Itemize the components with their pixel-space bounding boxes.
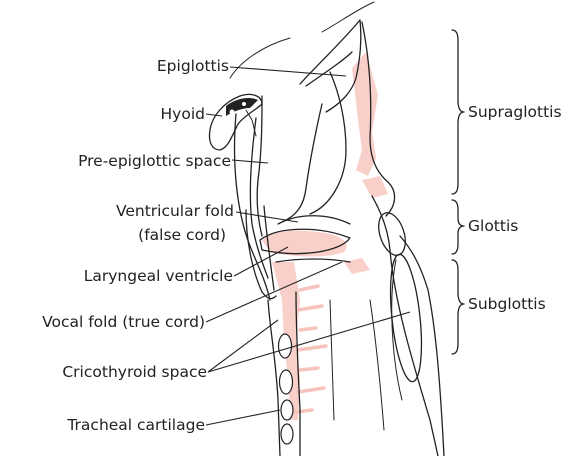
leader-tracheal-cartilage — [206, 410, 280, 425]
mucosa-shading — [262, 52, 388, 420]
leader-ventricular-fold — [236, 212, 298, 222]
region-labels: Supraglottis Glottis Subglottis — [468, 103, 562, 313]
label-glottis: Glottis — [468, 217, 518, 235]
larynx-outline — [230, 2, 444, 456]
region-brackets — [452, 30, 464, 354]
label-subglottis: Subglottis — [468, 295, 546, 313]
leader-cricothyroid-1 — [208, 320, 278, 372]
bracket-glottis — [452, 200, 464, 254]
leader-epiglottis — [230, 67, 346, 76]
label-tracheal-cartilage: Tracheal cartilage — [66, 416, 205, 434]
label-cricothyroid-space: Cricothyroid space — [62, 363, 207, 381]
label-epiglottis: Epiglottis — [157, 57, 229, 75]
mucosa-streaks — [296, 286, 326, 412]
leader-hyoid — [206, 114, 222, 116]
bracket-supraglottis — [452, 30, 464, 194]
label-supraglottis: Supraglottis — [468, 103, 562, 121]
label-false-cord: (false cord) — [138, 226, 226, 244]
label-hyoid: Hyoid — [161, 105, 205, 123]
label-laryngeal-ventricle: Laryngeal ventricle — [84, 267, 233, 285]
label-vocal-fold: Vocal fold (true cord) — [42, 313, 205, 331]
label-ventricular-fold: Ventricular fold — [116, 202, 234, 220]
label-pre-epiglottic-space: Pre-epiglottic space — [78, 152, 231, 170]
leader-cricothyroid-2 — [208, 312, 410, 372]
structure-labels: Epiglottis Hyoid Pre-epiglottic space Ve… — [42, 57, 234, 434]
bracket-subglottis — [452, 260, 464, 354]
leader-pre-epiglottic — [232, 160, 268, 163]
